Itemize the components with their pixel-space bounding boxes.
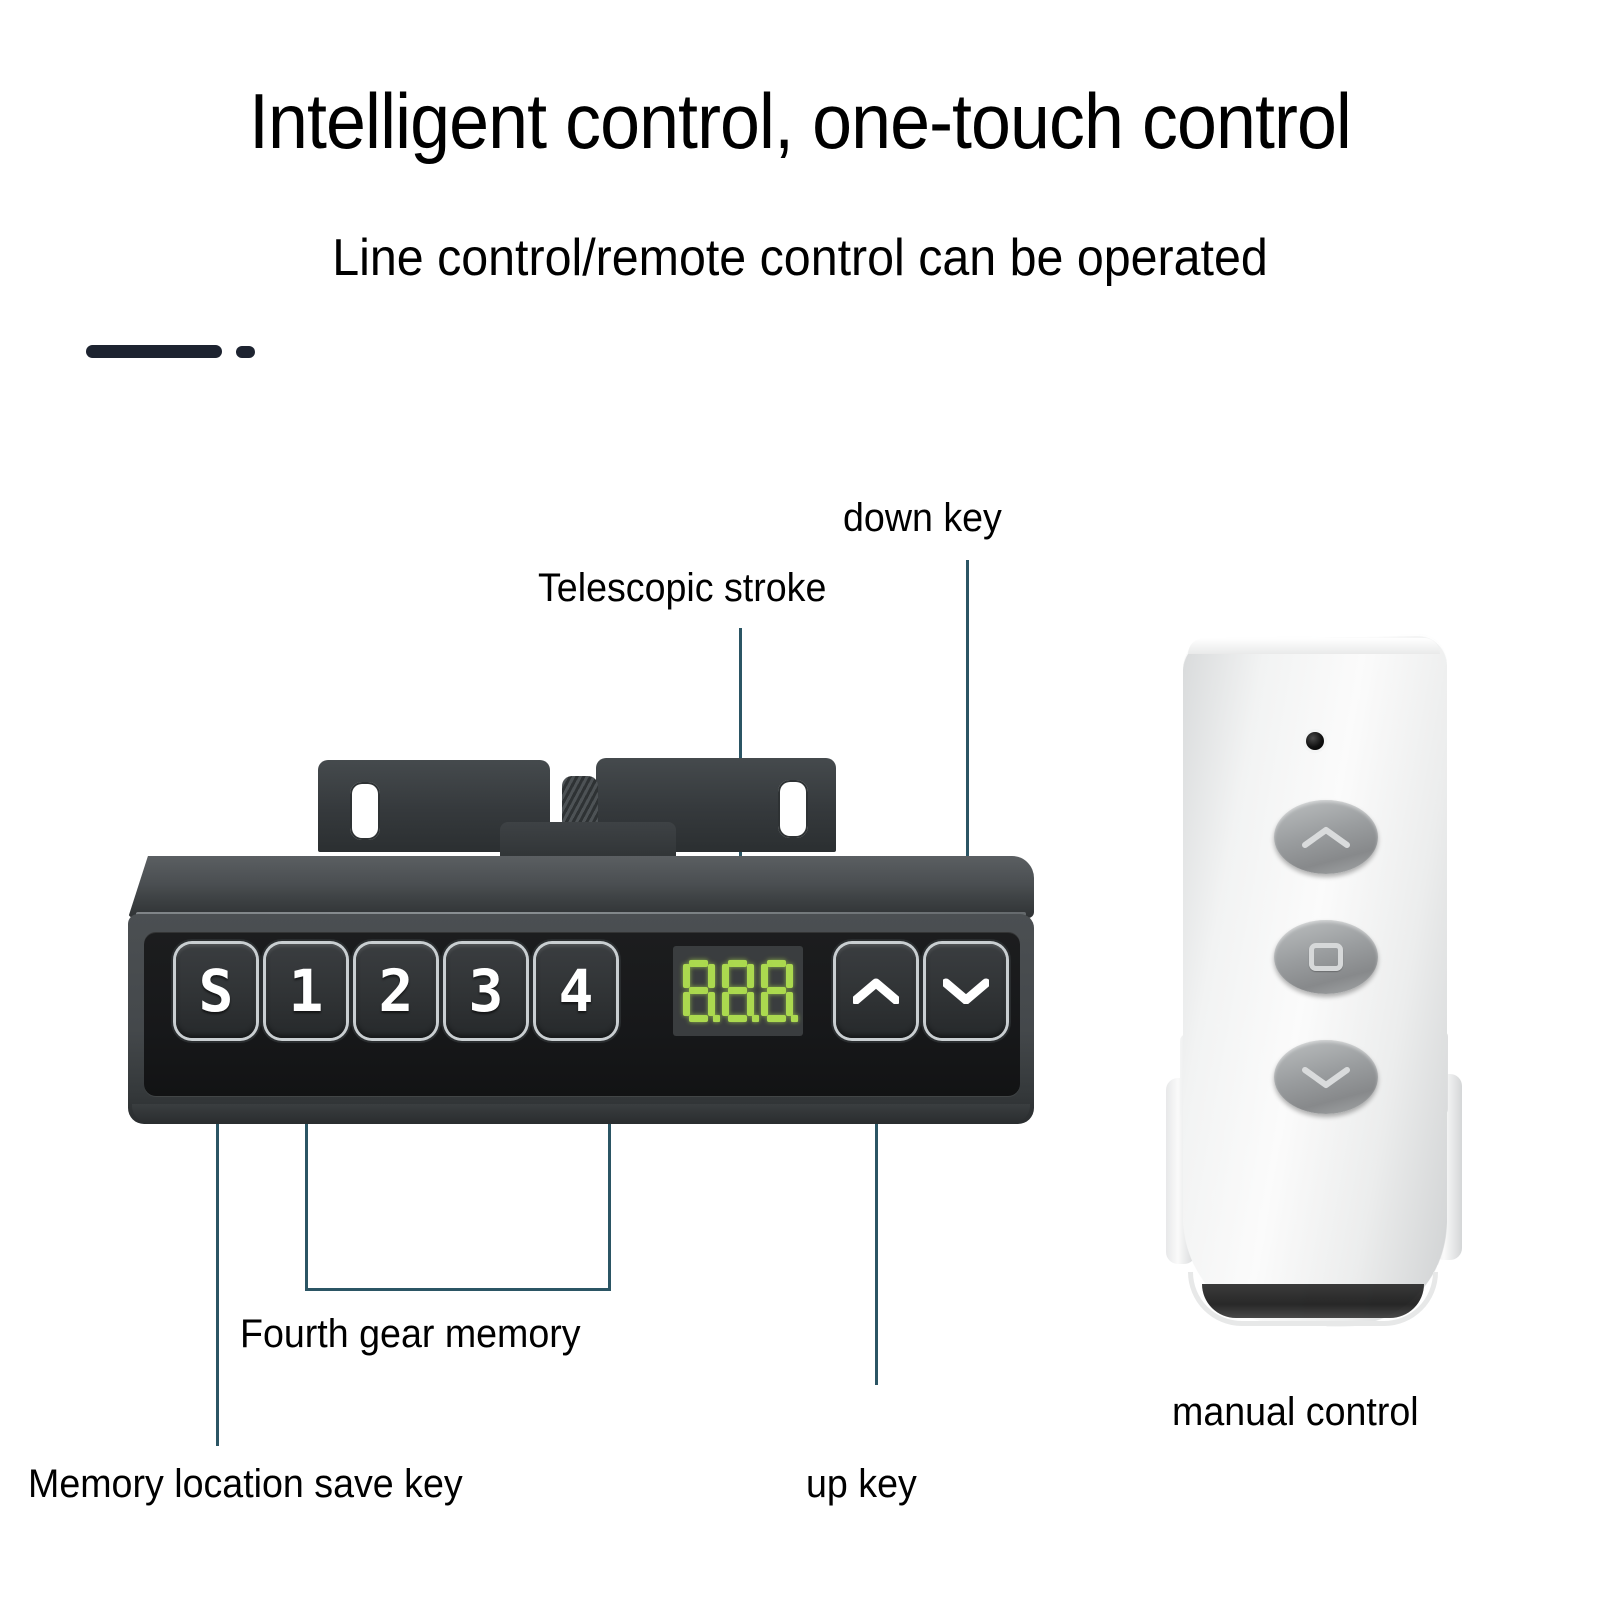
down-chevron-icon (1302, 1067, 1350, 1088)
mounting-slot-right (778, 780, 808, 838)
panel-button-memory-3-label: 3 (468, 957, 504, 1025)
up-chevron-icon (853, 978, 899, 1004)
led-digit-3 (760, 960, 798, 1022)
page-title: Intelligent control, one-touch control (249, 77, 1352, 165)
leader-line-up-key (875, 1040, 878, 1385)
panel-button-up[interactable] (836, 944, 916, 1038)
callout-manual-control: manual control (1172, 1390, 1419, 1434)
panel-button-memory-4[interactable]: 4 (536, 944, 616, 1038)
control-box-top-bevel (128, 856, 1034, 918)
panel-button-save-label: S (198, 957, 234, 1025)
panel-button-memory-2-label: 2 (378, 957, 414, 1025)
leader-line-gear-memory-bracket (305, 1288, 611, 1291)
remote-top-edge (1188, 638, 1440, 654)
leader-line-save-key (216, 1032, 219, 1446)
callout-up-key: up key (806, 1462, 917, 1506)
panel-button-memory-1[interactable]: 1 (266, 944, 346, 1038)
panel-button-memory-3[interactable]: 3 (446, 944, 526, 1038)
panel-button-memory-4-label: 4 (558, 957, 594, 1025)
callout-memory-location-save-key: Memory location save key (28, 1462, 463, 1506)
decorative-divider-dash (86, 345, 222, 358)
led-indicator-icon (1306, 732, 1324, 750)
panel-button-memory-2[interactable]: 2 (356, 944, 436, 1038)
leader-line-gear-memory-right (608, 1040, 611, 1290)
callout-fourth-gear-memory: Fourth gear memory (240, 1312, 581, 1356)
cable-saddle (500, 822, 676, 860)
panel-button-save[interactable]: S (176, 944, 256, 1038)
callout-down-key: down key (843, 496, 1002, 540)
remote-button-stop[interactable] (1274, 920, 1378, 994)
panel-button-memory-1-label: 1 (288, 957, 324, 1025)
up-chevron-icon (1302, 827, 1350, 848)
remote-button-down[interactable] (1274, 1040, 1378, 1114)
handheld-remote-control (1158, 633, 1468, 1346)
led-stroke-display (673, 946, 803, 1036)
leader-line-gear-memory-left (305, 1040, 308, 1290)
stop-square-icon (1309, 943, 1343, 971)
remote-bottom-lip (1188, 1272, 1438, 1326)
remote-button-up[interactable] (1274, 800, 1378, 874)
panel-button-down[interactable] (926, 944, 1006, 1038)
led-digit-2 (721, 960, 759, 1022)
mounting-slot-left (350, 782, 380, 840)
decorative-divider-dot (236, 346, 255, 358)
control-box-bottom-edge (132, 1104, 1030, 1122)
led-digit-1 (682, 960, 720, 1022)
page-subtitle: Line control/remote control can be opera… (332, 229, 1268, 287)
callout-telescopic-stroke: Telescopic stroke (538, 566, 827, 610)
leader-line-down-key (966, 560, 969, 960)
down-chevron-icon (943, 978, 989, 1004)
